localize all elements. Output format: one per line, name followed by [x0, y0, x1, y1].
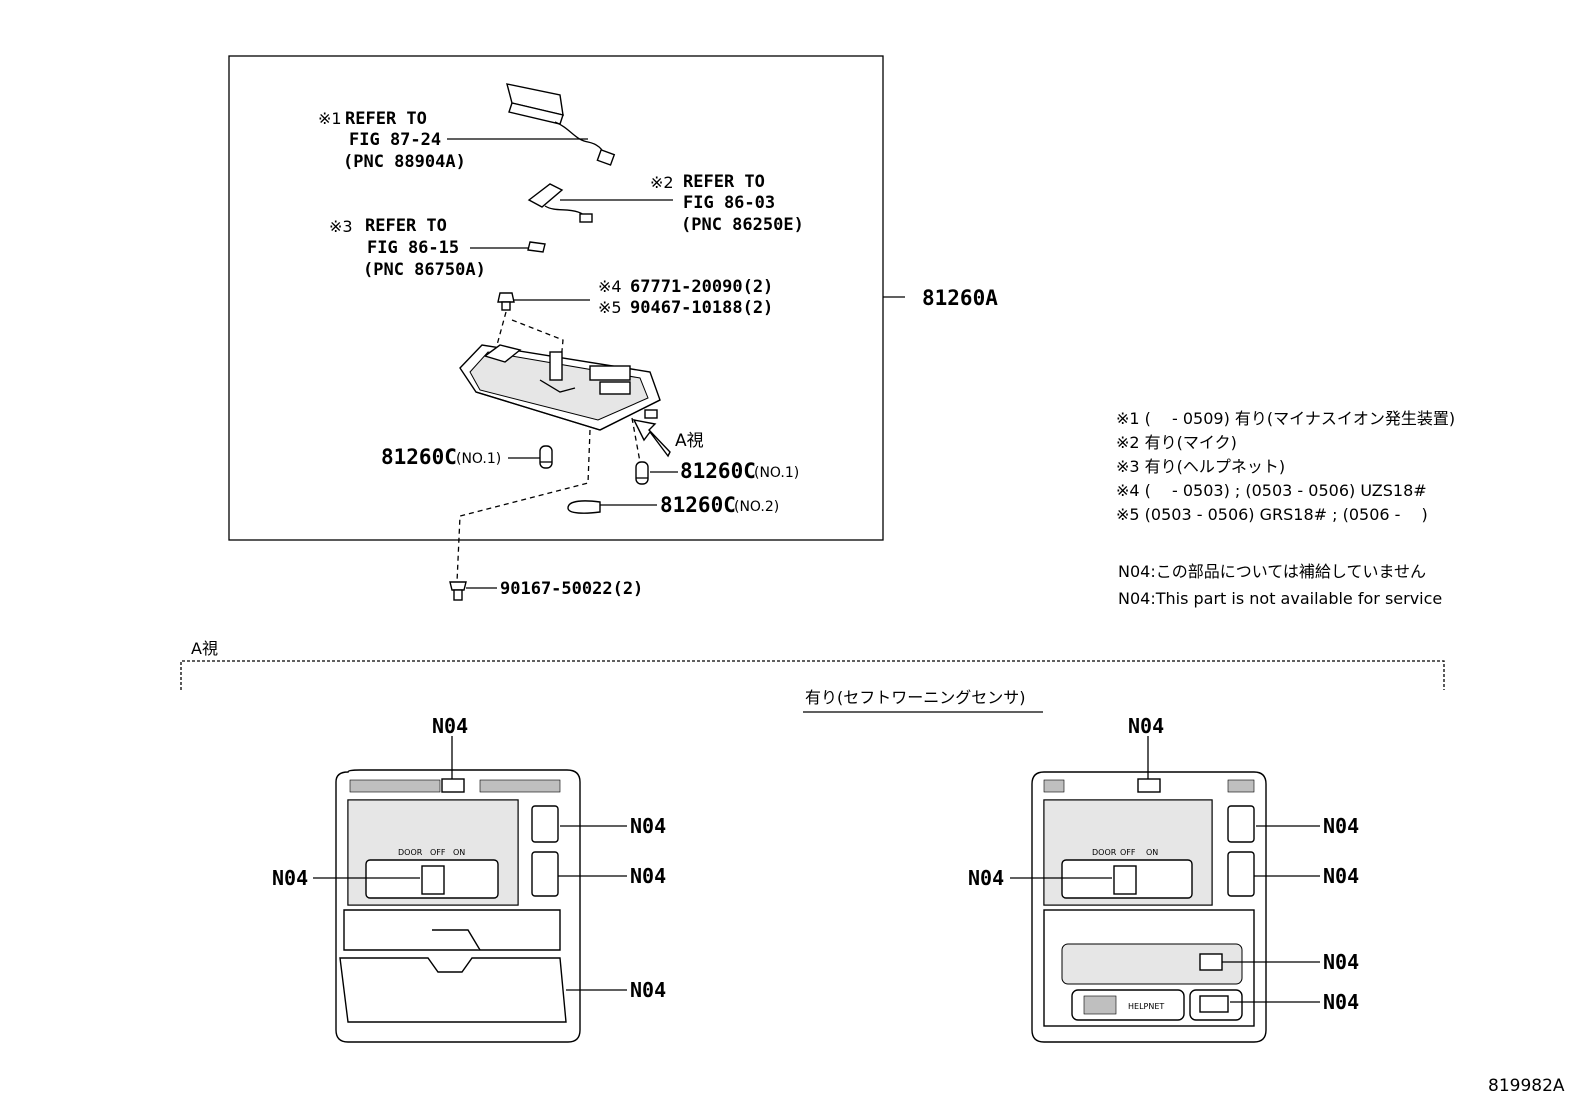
- callout-right-bottom: N04: [1323, 990, 1359, 1014]
- callout-left-bottom: N04: [630, 978, 666, 1002]
- clip4-mark: ※4: [598, 277, 622, 296]
- console-standard: DOOR OFF ON: [335, 769, 581, 1043]
- ion-generator-part: [506, 83, 616, 166]
- overhead-console-housing: [459, 344, 661, 431]
- callout-left-right2: N04: [630, 864, 666, 888]
- ref2-line3: (PNC 86250E): [681, 215, 804, 235]
- ref3-line3: (PNC 86750A): [363, 260, 486, 280]
- assembly-frame: [228, 55, 884, 541]
- callout-right-right1: N04: [1323, 814, 1359, 838]
- bulb1-code: 81260C: [381, 445, 457, 469]
- view-a-bracket: [180, 660, 1445, 690]
- callout-right-right2: N04: [1323, 864, 1359, 888]
- microphone-part: [527, 183, 593, 223]
- ref2-line1: REFER TO: [683, 172, 765, 192]
- ref1-mark: ※1: [318, 109, 342, 128]
- ref3-line2: FIG 86-15: [367, 238, 459, 258]
- bulb3-code: 81260C: [660, 493, 736, 517]
- bulb-no2: [567, 500, 601, 514]
- bulb3-suffix: (NO.2): [734, 499, 779, 515]
- variant-label: 有り(セフトワーニングセンサ): [805, 688, 1026, 707]
- figure-id: 819982A: [1488, 1076, 1565, 1096]
- switch-off-label: OFF: [430, 848, 446, 857]
- helpnet-part: [527, 241, 546, 253]
- ref2-line2: FIG 86-03: [683, 193, 775, 213]
- callout-right-top: N04: [1128, 714, 1164, 738]
- helpnet-label: HELPNET: [1128, 1002, 1164, 1011]
- bulb2-suffix: (NO.1): [754, 465, 799, 481]
- ref1-line2: FIG 87-24: [349, 130, 441, 150]
- service-note-jp: N04:この部品については補給していません: [1118, 562, 1426, 581]
- clip5-part: 90467-10188(2): [630, 298, 773, 318]
- callout-right-left: N04: [968, 866, 1004, 890]
- view-a-arrow-label: A視: [675, 431, 704, 451]
- note-3: ※3 有り(ヘルプネット): [1116, 457, 1285, 476]
- bulb-no1-left: [539, 445, 553, 469]
- screw-part: [449, 581, 467, 601]
- switch-on-label-2: ON: [1146, 848, 1158, 857]
- callout-right-mid: N04: [1323, 950, 1359, 974]
- note-4: ※4 ( - 0503) ; (0503 - 0506) UZS18#: [1116, 481, 1427, 500]
- switch-door-label-2: DOOR: [1092, 848, 1117, 857]
- view-a-title: A視: [191, 639, 218, 658]
- assembly-part-number: 81260A: [922, 286, 998, 310]
- service-note-en: N04:This part is not available for servi…: [1118, 589, 1442, 608]
- clip-part: [497, 292, 515, 311]
- callout-left-left: N04: [272, 866, 308, 890]
- clip4-part: 67771-20090(2): [630, 277, 773, 297]
- switch-door-label: DOOR: [398, 848, 423, 857]
- bulb1-suffix: (NO.1): [456, 451, 501, 467]
- note-1: ※1 ( - 0509) 有り(マイナスイオン発生装置): [1116, 409, 1455, 428]
- bulb-no1-right: [635, 461, 649, 485]
- ref1-line3: (PNC 88904A): [343, 152, 466, 172]
- ref3-line1: REFER TO: [365, 216, 447, 236]
- note-5: ※5 (0503 - 0506) GRS18# ; (0506 - ): [1116, 505, 1428, 524]
- console-with-theft-warning: DOOR OFF ON HELPNET: [1031, 771, 1267, 1043]
- clip5-mark: ※5: [598, 298, 622, 317]
- switch-on-label: ON: [453, 848, 465, 857]
- view-a-arrow: [632, 419, 671, 458]
- switch-off-label-2: OFF: [1120, 848, 1136, 857]
- callout-left-top: N04: [432, 714, 468, 738]
- ref2-mark: ※2: [650, 173, 674, 192]
- callout-left-right1: N04: [630, 814, 666, 838]
- bulb2-code: 81260C: [680, 459, 756, 483]
- ref3-mark: ※3: [329, 217, 353, 236]
- screw-part-number: 90167-50022(2): [500, 579, 643, 599]
- ref1-line1: REFER TO: [345, 109, 427, 129]
- note-2: ※2 有り(マイク): [1116, 433, 1237, 452]
